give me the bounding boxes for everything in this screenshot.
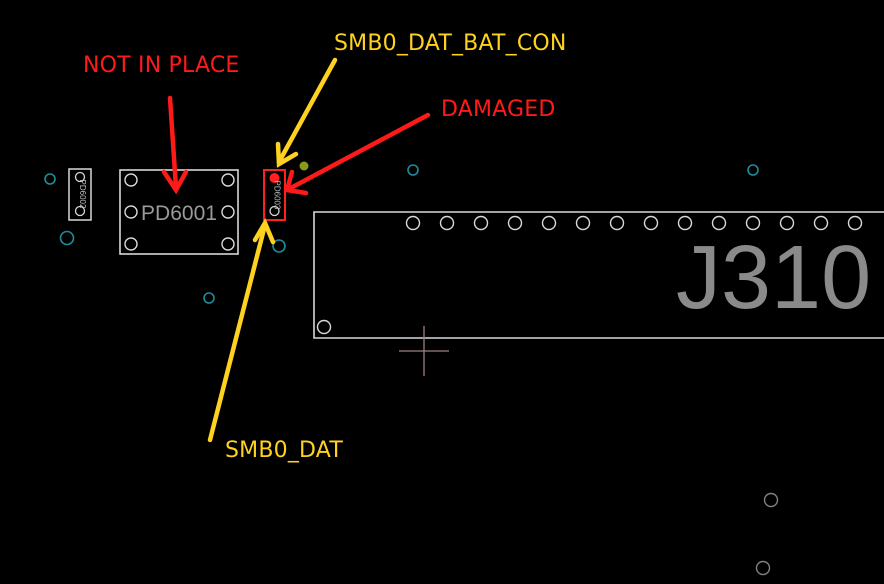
connector-j310: J310 xyxy=(313,211,884,339)
via xyxy=(407,164,419,176)
component-damaged-label: PD6003 xyxy=(273,181,282,210)
component-left-small: PD6002 xyxy=(68,168,92,221)
via xyxy=(44,173,56,185)
test-point xyxy=(299,161,309,171)
component-damaged: PD6003 xyxy=(263,169,286,221)
arrow-damaged xyxy=(284,112,431,196)
via xyxy=(203,292,215,304)
crosshair-cursor-icon xyxy=(399,326,449,376)
annotation-damaged: DAMAGED xyxy=(441,97,556,122)
component-pd6001-label: PD6001 xyxy=(141,202,217,225)
vias xyxy=(44,164,759,304)
via xyxy=(59,230,75,246)
arrow-smb0-dat xyxy=(207,217,276,443)
annotation-smb0-dat: SMB0_DAT xyxy=(225,438,343,463)
connector-pins xyxy=(405,215,863,231)
via xyxy=(755,560,771,576)
component-pd6001: PD6001 xyxy=(119,169,239,255)
arrow-not-in-place xyxy=(161,95,189,195)
component-left-small-label: PD6002 xyxy=(78,180,87,209)
via xyxy=(747,164,759,176)
annotation-not-in-place: NOT IN PLACE xyxy=(83,53,240,78)
arrow-smb0-dat-bat-con xyxy=(275,57,338,168)
via xyxy=(763,492,779,508)
connector-j310-label: J310 xyxy=(676,228,871,328)
annotation-smb0-dat-bat-con: SMB0_DAT_BAT_CON xyxy=(334,31,567,56)
via xyxy=(272,239,286,253)
